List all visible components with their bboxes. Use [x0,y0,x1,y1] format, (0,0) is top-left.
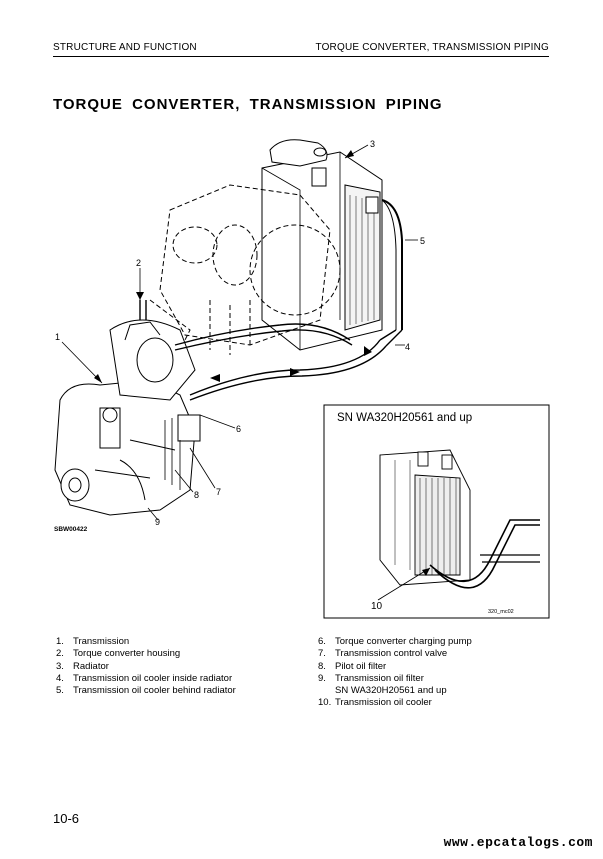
legend-item-9-note: SN WA320H20561 and up [335,685,447,697]
legend-item-5: 5.Transmission oil cooler behind radiato… [56,685,236,697]
callout-5: 5 [420,236,425,246]
legend-item-2: 2.Torque converter housing [56,648,181,660]
page-title: TORQUE CONVERTER, TRANSMISSION PIPING [53,96,443,113]
callout-4: 4 [405,342,410,352]
callout-3: 3 [370,139,375,149]
header-section: STRUCTURE AND FUNCTION [53,42,197,53]
callout-7: 7 [216,487,221,497]
flow-arrows [94,150,372,383]
inset-code: 320_mc02 [488,609,514,615]
callout-numbers: 1 2 3 4 5 6 7 8 9 [55,139,425,527]
callout-6: 6 [236,424,241,434]
callout-9: 9 [155,517,160,527]
watermark: www.epcatalogs.com [443,835,593,850]
header-rule [53,56,549,57]
legend-item-9: 9.Transmission oil filter [318,672,424,684]
legend-item-1: 1.Transmission [56,636,130,647]
legend-item-3: 3.Radiator [56,660,109,672]
legend-item-7: 7.Transmission control valve [318,648,448,660]
diagram-code: SBW00422 [54,526,88,533]
inset-box: SN WA320H20561 and up 10 320_mc02 [323,404,550,619]
transmission-illustration [54,319,201,516]
callout-1: 1 [55,332,60,342]
page-number: 10-6 [53,811,80,826]
callout-8: 8 [194,490,199,500]
callout-leaders [61,144,418,521]
legend-item-10: 10.Transmission oil cooler [318,697,432,709]
piping-lines [139,300,403,401]
legend-item-6: 6.Torque converter charging pump [318,636,472,647]
callout-2: 2 [136,258,141,268]
legend-item-4: 4.Transmission oil cooler inside radiato… [56,672,233,684]
radiator-illustration [261,139,403,351]
legend-item-8: 8.Pilot oil filter [318,660,387,672]
inset-title: SN WA320H20561 and up [337,412,472,424]
header-chapter: TORQUE CONVERTER, TRANSMISSION PIPING [315,42,549,53]
legend-left: 1.Transmission 2.Torque converter housin… [56,636,296,697]
legend-right: 6.Torque converter charging pump 7.Trans… [318,636,558,710]
inset-callout-10: 10 [371,601,383,612]
